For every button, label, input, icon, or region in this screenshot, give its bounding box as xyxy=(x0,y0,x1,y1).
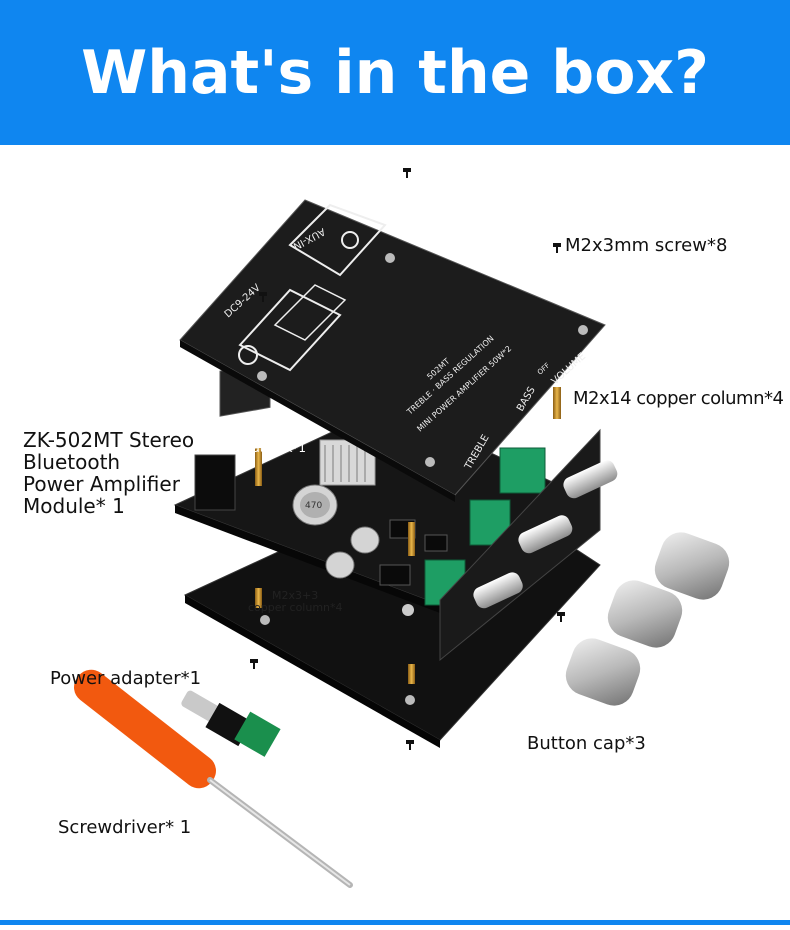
label-screw: M2x3mm screw*8 xyxy=(565,235,728,256)
page-title: What's in the box? xyxy=(81,37,709,108)
copper-column-long xyxy=(553,387,561,419)
product-scene: 470 xyxy=(0,145,790,925)
label-module: ZK-502MT Stereo Bluetooth Power Amplifie… xyxy=(23,428,195,518)
label-heat-sink: Heat sink*1 xyxy=(236,441,307,455)
label-screwdriver: Screwdriver* 1 xyxy=(58,817,192,838)
bottom-accent-line xyxy=(0,920,790,925)
knob-shafts xyxy=(473,460,618,609)
power-adapter xyxy=(181,690,281,757)
header-banner: What's in the box? xyxy=(0,0,790,145)
button-caps xyxy=(565,532,730,706)
label-copper-column-long: M2x14 copper column*4 xyxy=(573,388,784,409)
screwdriver xyxy=(74,669,353,888)
exploded-view-illustration: 470 xyxy=(74,168,730,888)
label-power-adapter: Power adapter*1 xyxy=(50,668,202,689)
label-button-cap: Button cap*3 xyxy=(527,733,646,754)
screws xyxy=(250,168,565,750)
label-copper-column-short: M2x3+3 copper column*4 xyxy=(248,589,343,614)
svg-text:470: 470 xyxy=(305,501,322,511)
